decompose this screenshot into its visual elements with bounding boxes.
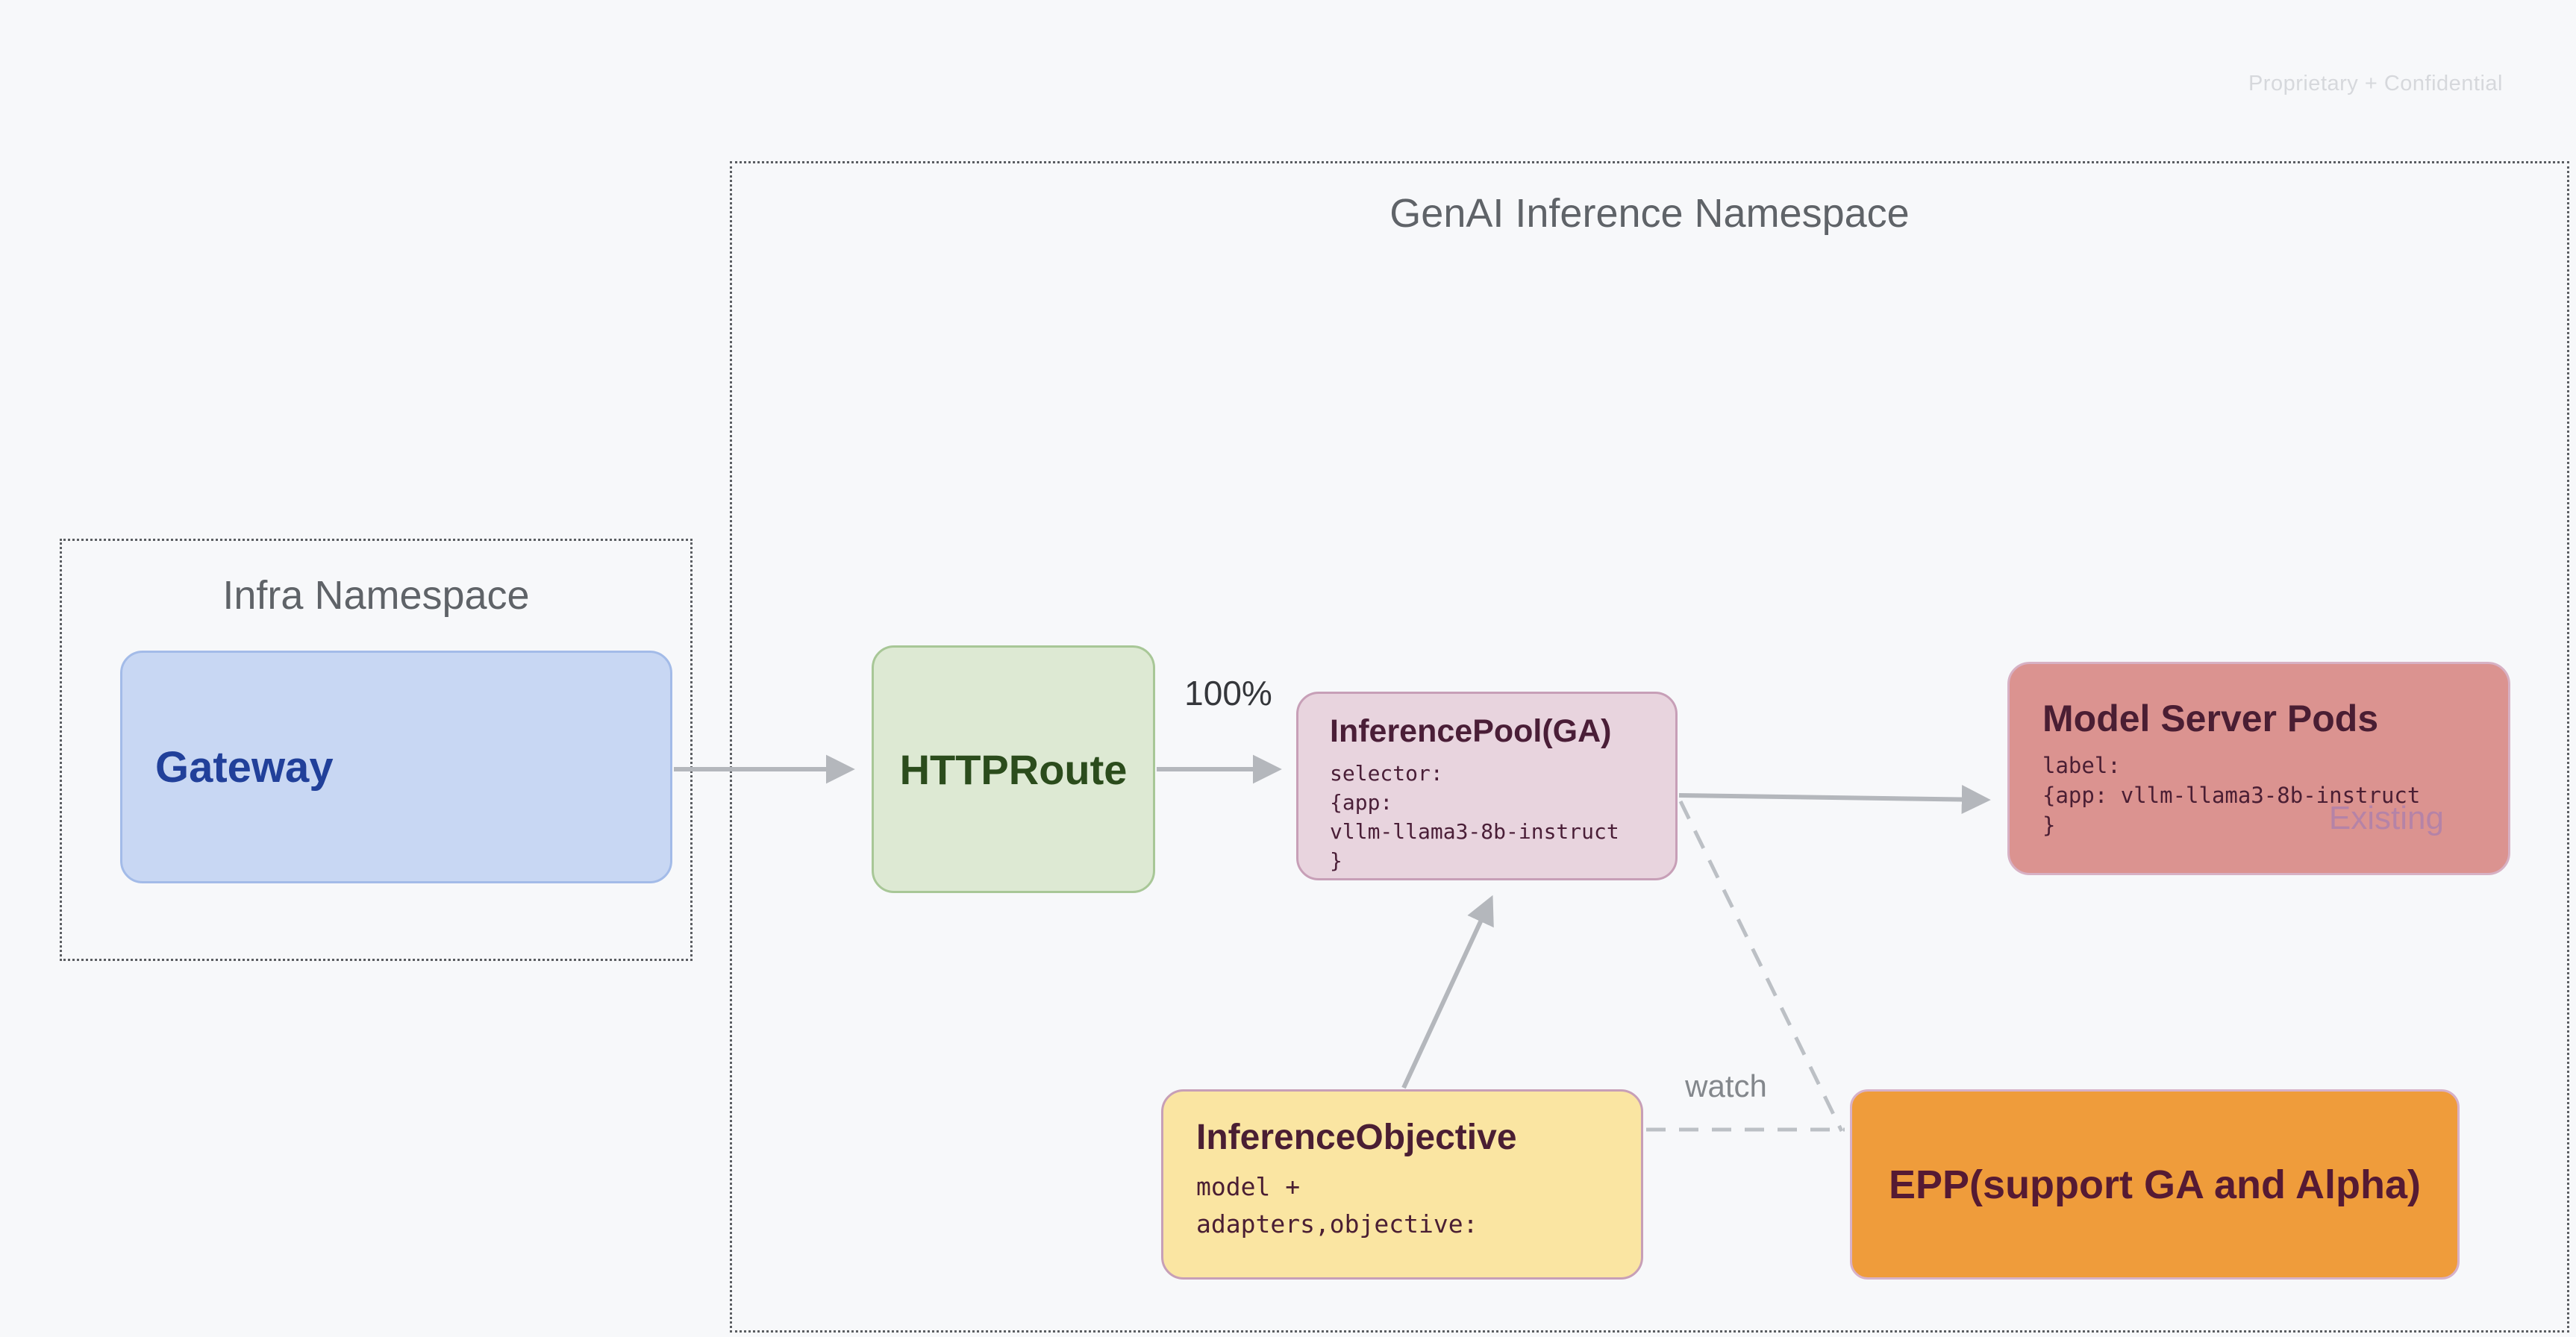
genai-namespace-title: GenAI Inference Namespace xyxy=(1389,191,1910,236)
httproute-node: HTTPRoute xyxy=(872,645,1155,893)
edge-dashed-inferencepool-to-epp xyxy=(1678,800,1844,1133)
watch-label: watch xyxy=(1685,1068,1767,1103)
edge-inferencepool-to-modelserverpods xyxy=(1678,785,1991,815)
infra-namespace-title: Infra Namespace xyxy=(222,573,530,618)
model-server-pods-title: Model Server Pods xyxy=(2042,698,2379,739)
infra-namespace-container: Infra Namespace xyxy=(60,539,693,961)
gateway-node: Gateway xyxy=(120,651,672,883)
edge-inferenceobjective-to-inferencepool xyxy=(1401,895,1494,1089)
inferencepool-title: InferencePool(GA) xyxy=(1330,713,1612,749)
inference-objective-node: InferenceObjective model + adapters,obje… xyxy=(1161,1089,1643,1280)
inference-objective-title: InferenceObjective xyxy=(1196,1118,1517,1157)
inference-objective-code: model + adapters,objective: xyxy=(1196,1172,1478,1239)
gateway-label: Gateway xyxy=(155,742,334,792)
confidential-watermark: Proprietary + Confidential xyxy=(2248,72,2503,96)
epp-label: EPP(support GA and Alpha) xyxy=(1889,1162,2421,1207)
httproute-label: HTTPRoute xyxy=(899,745,1128,793)
inferencepool-node: InferencePool(GA) selector: {app: vllm-l… xyxy=(1296,692,1678,880)
traffic-percent-label: 100% xyxy=(1184,674,1272,713)
existing-tag: Existing xyxy=(2328,800,2444,836)
model-server-pods-node: Model Server Pods label: {app: vllm-llam… xyxy=(2007,662,2510,875)
genai-inference-namespace-container: GenAI Inference Namespace xyxy=(730,161,2569,1333)
inferencepool-selector-code: selector: {app: vllm-llama3-8b-instruct … xyxy=(1330,761,1619,873)
model-server-pods-label-code: label: {app: vllm-llama3-8b-instruct } xyxy=(2042,753,2421,838)
epp-node: EPP(support GA and Alpha) xyxy=(1850,1089,2460,1280)
